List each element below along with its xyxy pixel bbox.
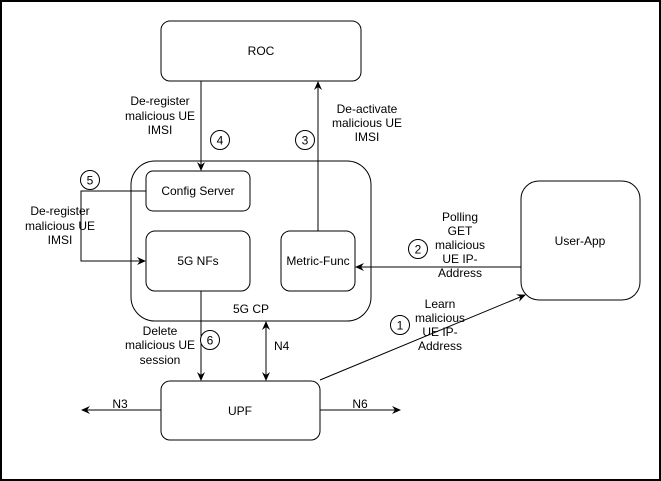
edge-deregister-config-label-2: malicious UE <box>25 219 95 233</box>
edge-deactivate-label-1: De-activate <box>337 102 398 116</box>
edge-polling-label-1: Polling <box>442 210 478 224</box>
step-badge-2 <box>408 239 428 259</box>
node-5g-nfs-label: 5G NFs <box>177 254 218 268</box>
node-metric-func[interactable]: Metric-Func <box>280 230 356 292</box>
edge-deregister-config: De-register malicious UE IMSI 5 <box>25 170 146 265</box>
edge-deregister-config-label-3: IMSI <box>48 233 73 247</box>
edge-learn-label-3: UE IP- <box>422 325 457 339</box>
edge-polling-label-5: Address <box>438 266 482 280</box>
node-upf[interactable]: UPF <box>160 380 321 441</box>
edge-learn: Learn malicious UE IP- Address 1 <box>319 294 526 381</box>
node-config-server-label: Config Server <box>161 184 234 198</box>
step-badge-4 <box>210 130 230 150</box>
edge-delete-session-label-2: malicious UE <box>125 338 195 352</box>
edge-n3: N3 <box>81 397 161 414</box>
node-roc[interactable]: ROC <box>160 20 362 82</box>
step-badge-1-label: 1 <box>397 319 404 333</box>
edge-deactivate-label-2: malicious UE <box>332 116 402 130</box>
step-badge-6 <box>200 330 220 350</box>
node-roc-label: ROC <box>248 44 275 58</box>
step-badge-5-label: 5 <box>87 174 94 188</box>
step-badge-3 <box>295 130 315 150</box>
step-badge-2-label: 2 <box>415 243 422 257</box>
edge-n6-label: N6 <box>352 397 368 411</box>
node-config-server[interactable]: Config Server <box>145 170 251 212</box>
node-5g-cp-label: 5G CP <box>233 302 269 316</box>
edge-deregister-roc-label-3: IMSI <box>148 123 173 137</box>
step-badge-5 <box>80 170 100 190</box>
edge-n4-label: N4 <box>274 339 290 353</box>
edge-learn-label-2: malicious <box>415 311 465 325</box>
node-user-app[interactable]: User-App <box>520 180 641 301</box>
edge-polling-label-4: UE IP- <box>442 252 477 266</box>
edge-learn-label-4: Address <box>418 339 462 353</box>
edge-delete-session-label-1: Delete <box>143 324 178 338</box>
step-badge-1 <box>390 315 410 335</box>
step-badge-6-label: 6 <box>207 334 214 348</box>
node-user-app-label: User-App <box>555 234 606 248</box>
edge-delete-session-label-3: session <box>140 353 181 367</box>
edge-learn-label-1: Learn <box>425 297 456 311</box>
edge-n4: N4 <box>262 321 290 381</box>
edge-deregister-roc-label-2: malicious UE <box>125 109 195 123</box>
step-badge-4-label: 4 <box>217 134 224 148</box>
edge-learn-line <box>319 294 526 381</box>
node-upf-label: UPF <box>228 404 252 418</box>
node-5g-nfs[interactable]: 5G NFs <box>145 230 251 292</box>
edge-deregister-roc-label-1: De-register <box>130 94 189 108</box>
edge-deregister-roc: De-register malicious UE IMSI 4 <box>125 81 230 171</box>
step-badge-3-label: 3 <box>302 134 309 148</box>
edge-n3-label: N3 <box>112 397 128 411</box>
edge-polling-label-2: GET <box>448 224 473 238</box>
edge-deactivate-label-3: IMSI <box>355 130 380 144</box>
edge-deregister-config-line <box>80 190 146 265</box>
edge-deactivate: De-activate malicious UE IMSI 3 <box>295 81 402 231</box>
edge-n6: N6 <box>320 397 401 414</box>
edge-delete-session: Delete malicious UE session 6 <box>125 291 220 381</box>
edge-deregister-config-label-1: De-register <box>30 204 89 218</box>
edge-polling: Polling GET malicious UE IP- Address 2 <box>355 210 521 280</box>
node-metric-func-label: Metric-Func <box>286 254 349 268</box>
edge-polling-label-3: malicious <box>435 238 485 252</box>
